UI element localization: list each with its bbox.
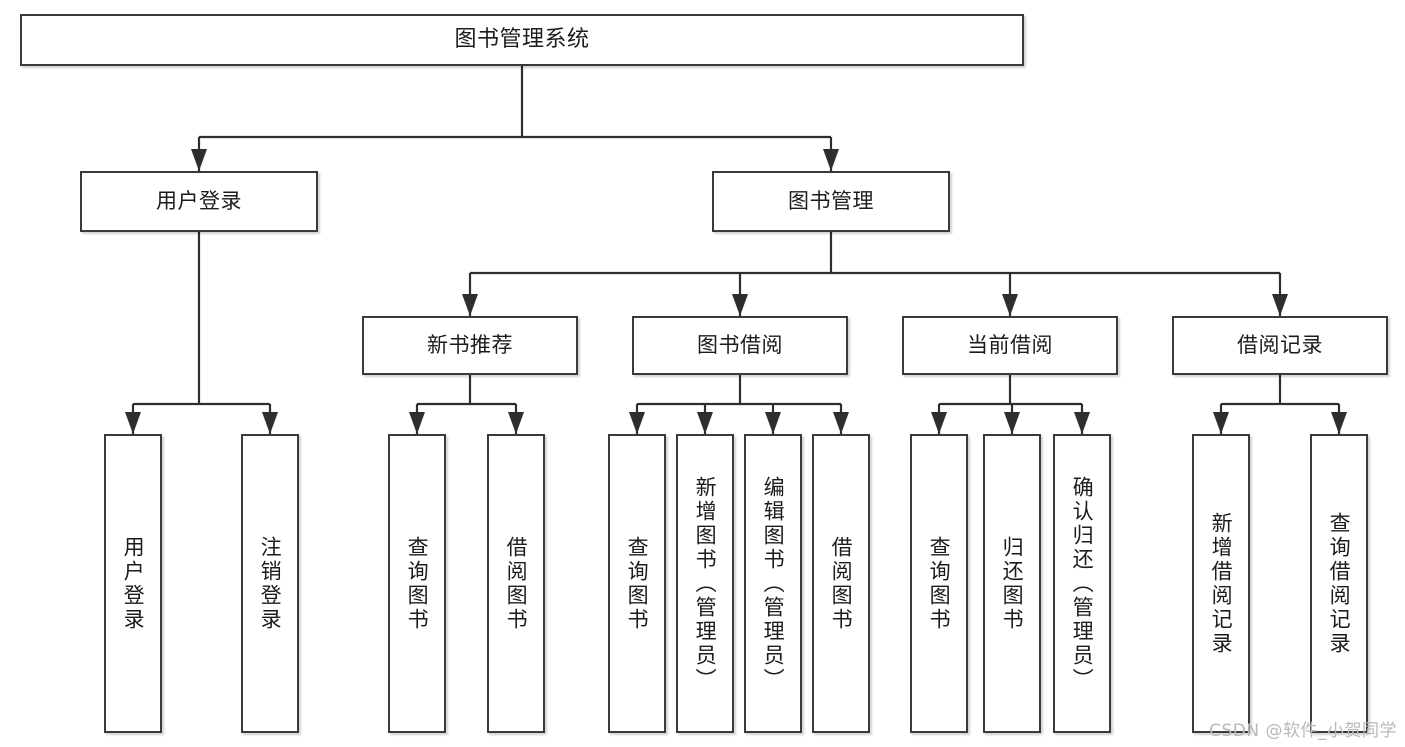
node-leaf-add-record[interactable]: 新增借阅记录 (1192, 434, 1250, 733)
arrowhead-leaf-edit-book (765, 412, 781, 434)
node-leaf-query-book-2[interactable]: 查询图书 (608, 434, 666, 733)
node-leaf-logout[interactable]: 注销登录 (241, 434, 299, 733)
arrowhead-leaf-query-record (1331, 412, 1347, 434)
arrowhead-leaf-query-book-3 (931, 412, 947, 434)
arrowhead-book-manage (823, 149, 839, 171)
node-leaf-query-book-3[interactable]: 查询图书 (910, 434, 968, 733)
node-label-leaf-add-book: 新增图书（管理员） (693, 475, 718, 692)
node-label-leaf-query-book-1: 查询图书 (405, 535, 430, 632)
node-leaf-query-book-1[interactable]: 查询图书 (388, 434, 446, 733)
arrowhead-new-book-rec (462, 294, 478, 316)
node-label-leaf-edit-book: 编辑图书（管理员） (761, 475, 786, 692)
node-current-borrow[interactable]: 当前借阅 (902, 316, 1118, 375)
node-label-book-borrow: 图书借阅 (697, 333, 783, 358)
node-root[interactable]: 图书管理系统 (20, 14, 1024, 66)
node-book-borrow[interactable]: 图书借阅 (632, 316, 848, 375)
arrowhead-current-borrow (1002, 294, 1018, 316)
arrowhead-leaf-borrow-book-1 (508, 412, 524, 434)
node-leaf-add-book[interactable]: 新增图书（管理员） (676, 434, 734, 733)
node-label-book-manage: 图书管理 (788, 189, 874, 214)
node-label-leaf-user-login: 用户登录 (121, 535, 146, 632)
node-new-book-rec[interactable]: 新书推荐 (362, 316, 578, 375)
node-label-new-book-rec: 新书推荐 (427, 333, 513, 358)
node-label-current-borrow: 当前借阅 (967, 333, 1053, 358)
node-user-login[interactable]: 用户登录 (80, 171, 318, 232)
node-leaf-return-book[interactable]: 归还图书 (983, 434, 1041, 733)
arrowhead-leaf-return-book (1004, 412, 1020, 434)
arrowhead-leaf-add-book (697, 412, 713, 434)
node-leaf-edit-book[interactable]: 编辑图书（管理员） (744, 434, 802, 733)
node-leaf-user-login[interactable]: 用户登录 (104, 434, 162, 733)
arrowhead-leaf-confirm-return (1074, 412, 1090, 434)
watermark-label: CSDN @软件_小贺同学 (1209, 721, 1397, 741)
node-leaf-confirm-return[interactable]: 确认归还（管理员） (1053, 434, 1111, 733)
arrowhead-user-login (191, 149, 207, 171)
arrowhead-leaf-logout (262, 412, 278, 434)
node-label-user-login: 用户登录 (156, 189, 242, 214)
node-label-leaf-borrow-book-1: 借阅图书 (504, 535, 529, 632)
arrowhead-leaf-user-login (125, 412, 141, 434)
node-label-leaf-query-book-2: 查询图书 (625, 535, 650, 632)
node-leaf-borrow-book-1[interactable]: 借阅图书 (487, 434, 545, 733)
node-label-leaf-query-record: 查询借阅记录 (1327, 511, 1352, 656)
node-label-leaf-return-book: 归还图书 (1000, 535, 1025, 632)
node-borrow-record[interactable]: 借阅记录 (1172, 316, 1388, 375)
node-leaf-borrow-book-2[interactable]: 借阅图书 (812, 434, 870, 733)
node-label-leaf-add-record: 新增借阅记录 (1209, 511, 1234, 656)
arrowhead-leaf-add-record (1213, 412, 1229, 434)
node-label-leaf-logout: 注销登录 (258, 535, 283, 632)
node-label-root: 图书管理系统 (454, 27, 590, 53)
node-label-leaf-query-book-3: 查询图书 (927, 535, 952, 632)
node-book-manage[interactable]: 图书管理 (712, 171, 950, 232)
node-label-leaf-borrow-book-2: 借阅图书 (829, 535, 854, 632)
node-label-leaf-confirm-return: 确认归还（管理员） (1070, 475, 1095, 692)
arrowhead-leaf-query-book-1 (409, 412, 425, 434)
arrowhead-borrow-record (1272, 294, 1288, 316)
arrowhead-leaf-borrow-book-2 (833, 412, 849, 434)
node-label-borrow-record: 借阅记录 (1237, 333, 1323, 358)
node-leaf-query-record[interactable]: 查询借阅记录 (1310, 434, 1368, 733)
arrowhead-book-borrow (732, 294, 748, 316)
arrowhead-leaf-query-book-2 (629, 412, 645, 434)
